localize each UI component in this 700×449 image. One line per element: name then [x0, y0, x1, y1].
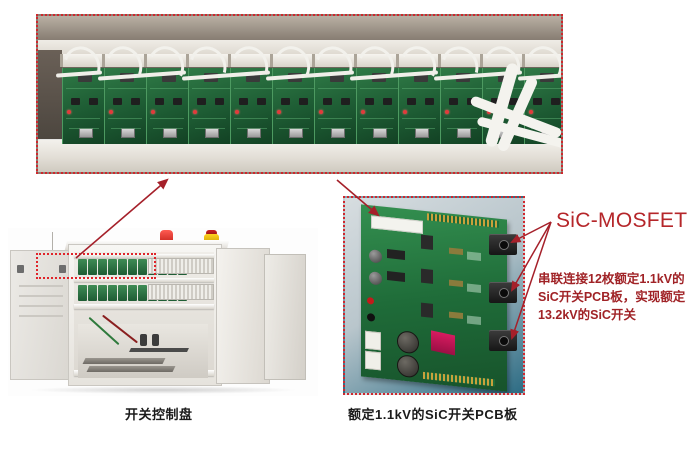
cabinet-antenna [52, 232, 53, 252]
pcb-electrolytic-cap-1 [397, 330, 419, 355]
pcb-silkscreen-1 [467, 251, 481, 261]
rail-slot [228, 54, 231, 67]
rail-slot [480, 54, 483, 67]
sic-mosfet-3 [489, 330, 517, 351]
cabinet-pcb-card [78, 259, 87, 275]
estop-red-cap [206, 230, 217, 236]
rack-wall-band [38, 40, 561, 56]
cabinet-pcb-card [138, 259, 147, 275]
rack-pcb-card [104, 68, 152, 144]
cabinet-pcb-card [128, 285, 137, 301]
pcb-smd-a [387, 249, 405, 260]
cabinet-lower-compartment [78, 314, 208, 378]
rack-inner [38, 16, 561, 172]
cabinet-right-door-inner [216, 248, 270, 384]
pcb-caption: 额定1.1kV的SiC开关PCB板 [348, 407, 518, 422]
pcb-gold-fingers-bottom [423, 371, 495, 387]
pcb-relay [431, 330, 455, 356]
rail-slot [312, 54, 315, 67]
pcb-button-1 [369, 249, 382, 264]
cabinet-pcb-card [98, 259, 107, 275]
rail-slot [396, 54, 399, 67]
cabinet-pcb-card [118, 285, 127, 301]
pcb-red-led [367, 296, 374, 305]
rail-slot [186, 54, 189, 67]
rail-slot [270, 54, 273, 67]
pcb-transistor-1 [421, 234, 433, 250]
pcb-resistor-3 [449, 311, 463, 320]
series-connection-description: 串联连接12枚额定1.1kV的SiC开关PCB板，实现额定13.2kV的SiC开… [538, 272, 686, 323]
emergency-stop-button [204, 234, 219, 245]
pcb-transistor-2 [421, 268, 433, 284]
rail-slot [438, 54, 441, 67]
cabinet-pcb-card [128, 259, 137, 275]
cabinet-pcb-card [118, 259, 127, 275]
pcb-electrolytic-cap-2 [397, 354, 419, 379]
pcb-board [361, 204, 507, 392]
sic-mosfet-label: SiC-MOSFET [556, 209, 688, 232]
pcb-silkscreen-2 [467, 283, 481, 293]
sic-switch-pcb-photo [343, 196, 525, 395]
pcb-smd-b [387, 271, 405, 282]
cabinet-right-door-outer [264, 254, 306, 380]
cabinet-pcb-card [108, 259, 117, 275]
rack-pcb-card [146, 68, 194, 144]
pcb-resistor-1 [449, 247, 463, 256]
rail-slot [60, 54, 63, 67]
pcb-black-button [367, 312, 375, 322]
shelf-2 [74, 278, 214, 282]
rail-slot [354, 54, 357, 67]
pcb-silkscreen-3 [467, 315, 481, 325]
pcb-label-sticker [371, 215, 423, 234]
rack-array-photo [36, 14, 563, 174]
rack-pcb-card [398, 68, 446, 144]
pcb-white-connector-2 [365, 350, 381, 371]
shelf-3 [74, 304, 214, 309]
pcb-white-connector-1 [365, 330, 381, 351]
cabinet-pcb-card [138, 285, 147, 301]
cabinet-caption: 开关控制盘 [125, 407, 193, 422]
pcb-gold-fingers-top [427, 213, 499, 228]
rack-floor [38, 140, 561, 172]
cabinet-pcb-card [88, 259, 97, 275]
rack-left-wall [38, 50, 62, 146]
pcb-button-2 [369, 271, 382, 286]
rack-pcb-card [356, 68, 404, 144]
cabinet-pcb-highlight-box [36, 253, 156, 279]
cabinet-pcb-card [88, 285, 97, 301]
cabinet-module-row-2 [148, 284, 214, 300]
rack-pcb-card [62, 68, 110, 144]
switch-control-cabinet-photo [8, 228, 318, 396]
sic-mosfet-2 [489, 282, 517, 303]
rail-slot [522, 54, 525, 67]
cabinet-module-row-1 [148, 258, 214, 274]
pcb-transistor-3 [421, 302, 433, 318]
rail-slot [144, 54, 147, 67]
pcb-resistor-2 [449, 279, 463, 288]
cabinet-pcb-card [78, 285, 87, 301]
cabinet-shadow [28, 386, 298, 394]
rack-pcb-card [230, 68, 278, 144]
rail-slot [102, 54, 105, 67]
cabinet-pcb-card [108, 285, 117, 301]
cabinet-pcb-card [98, 285, 107, 301]
sic-mosfet-1 [489, 234, 517, 255]
